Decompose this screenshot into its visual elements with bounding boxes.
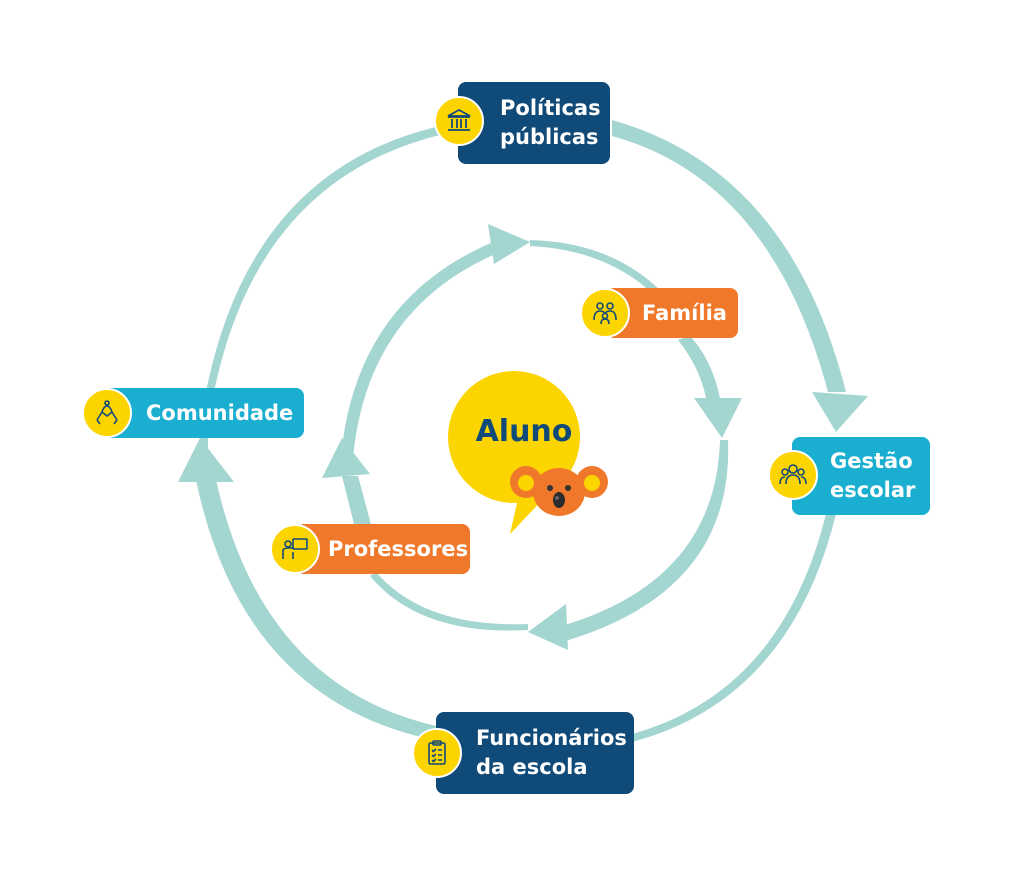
outer-ring: [178, 120, 868, 742]
inner-arrow-right: [694, 398, 742, 438]
inner-arc-right: [678, 336, 720, 398]
gestao-line1: Gestão: [830, 449, 913, 473]
professores-label: Professores: [328, 536, 469, 561]
politicas-line2: públicas: [500, 125, 599, 149]
funcionarios-line2: da escola: [476, 755, 588, 779]
inner-arrow-top: [488, 224, 530, 264]
familia-label: Família: [642, 300, 727, 325]
inner-arc-bottom-left: [370, 572, 528, 631]
center-label: Aluno: [464, 414, 584, 449]
clipboard-checklist-icon: [412, 728, 462, 778]
inner-arc-right-lower: [562, 440, 729, 642]
teacher-board-icon: [270, 524, 320, 574]
outer-arc-top-left: [206, 126, 444, 392]
node-funcionarios-da-escola: Funcionários da escola: [436, 712, 634, 794]
family-icon: [580, 288, 630, 338]
government-building-icon: [434, 96, 484, 146]
outer-arc-bottom-right: [632, 514, 836, 742]
comunidade-label: Comunidade: [146, 400, 294, 425]
inner-arc-left: [340, 240, 500, 470]
node-politicas-publicas: Políticas públicas: [458, 82, 610, 164]
outer-arrow-gestao: [812, 392, 868, 432]
node-familia: Família: [606, 288, 738, 338]
outer-arc-top-right: [612, 120, 846, 392]
inner-arc-left-lower: [342, 476, 372, 532]
group-icon: [768, 450, 818, 500]
inner-arrow-bottom: [528, 604, 568, 650]
politicas-line1: Políticas: [500, 96, 601, 120]
center-label-text: Aluno: [475, 414, 573, 449]
node-professores: Professores: [296, 524, 470, 574]
inner-arc-top-right: [530, 240, 660, 296]
outer-arc-left-lower: [200, 436, 208, 480]
inner-arrow-left: [322, 438, 370, 478]
outer-arc-bottom-left: [196, 480, 436, 740]
joined-hands-icon: [82, 388, 132, 438]
node-comunidade: Comunidade: [104, 388, 304, 438]
koala-icon: [510, 466, 608, 516]
inner-ring: [322, 224, 742, 650]
gestao-line2: escolar: [830, 478, 916, 502]
funcionarios-line1: Funcionários: [476, 726, 627, 750]
